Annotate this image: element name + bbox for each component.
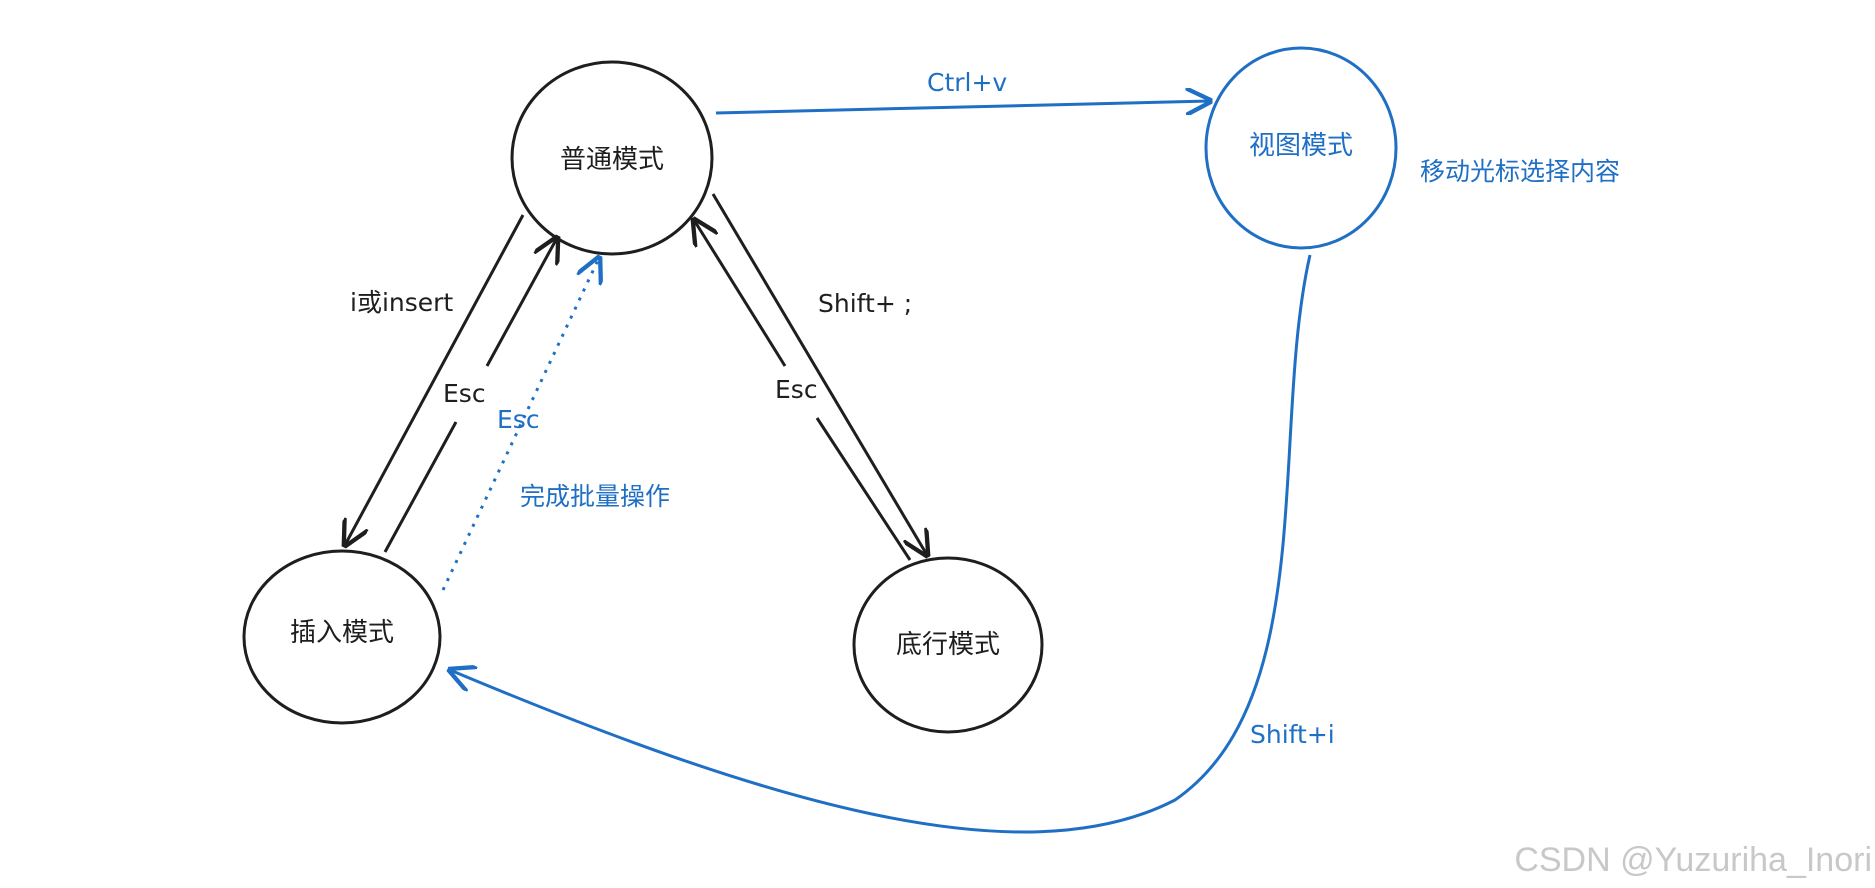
edge-label-i-or-insert: i或insert	[350, 288, 453, 317]
edge-normal-to-visual	[715, 101, 1210, 113]
edge-insert-to-normal-batch	[441, 258, 599, 591]
edge-command-to-normal	[694, 220, 912, 561]
node-command-mode: 底行模式	[852, 556, 1044, 734]
annotation-move-cursor: 移动光标选择内容	[1420, 157, 1620, 186]
edge-label-esc-insert: Esc	[443, 379, 486, 408]
node-command-circle	[852, 556, 1044, 734]
edge-label-shift-semicolon: Shift+ ;	[818, 289, 912, 318]
node-normal-mode: 普通模式	[510, 60, 714, 256]
edge-label-ctrl-v: Ctrl+v	[927, 68, 1007, 97]
node-visual-circle	[1204, 46, 1398, 250]
node-command-label: 底行模式	[896, 630, 1000, 660]
edge-normal-to-insert	[345, 214, 525, 545]
node-normal-label: 普通模式	[560, 145, 664, 175]
annotation-batch-complete: 完成批量操作	[520, 482, 670, 511]
node-visual-label: 视图模式	[1249, 131, 1353, 161]
node-insert-label: 插入模式	[290, 618, 394, 648]
node-visual-mode: 视图模式	[1204, 46, 1398, 250]
node-insert-mode: 插入模式	[242, 549, 442, 725]
edge-label-esc-batch: Esc	[497, 405, 540, 434]
edge-visual-to-insert	[450, 254, 1312, 834]
edge-label-shift-i: Shift+i	[1250, 720, 1335, 749]
watermark-text: CSDN @Yuzuriha_Inori	[1514, 841, 1872, 879]
edge-normal-to-command	[711, 193, 927, 555]
edge-label-esc-command: Esc	[775, 375, 818, 404]
node-normal-circle	[510, 60, 714, 256]
edge-insert-to-normal	[383, 238, 557, 553]
